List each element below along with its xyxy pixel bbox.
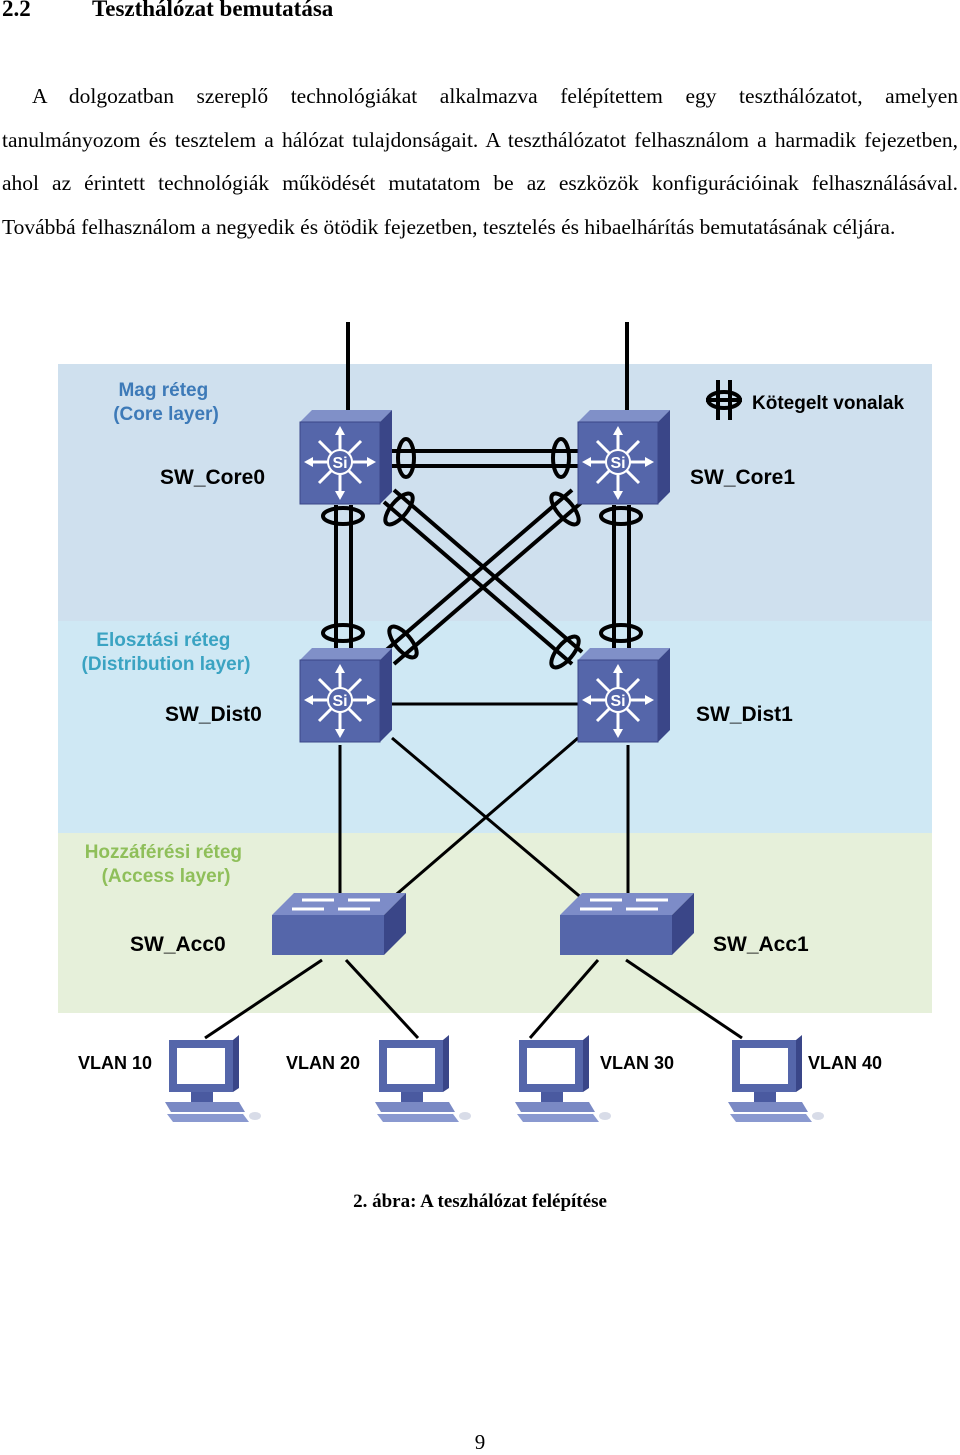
network-diagram: Mag réteg (Core layer) Elosztási réteg (… [58,322,932,1122]
bundle-legend-icon [706,380,742,420]
pc-vlan20-icon [375,1035,471,1122]
section-number: 2.2 [2,0,31,21]
vlan40-label: VLAN 40 [808,1053,882,1073]
acc1-switch-icon [558,891,696,957]
core1-si: Si [610,455,625,472]
core1-label: SW_Core1 [690,466,795,489]
vlan20-label: VLAN 20 [286,1053,360,1073]
single-links [204,702,743,1040]
access-layer-band [58,833,932,1013]
section-title: Teszthálózat bemutatása [92,0,334,21]
dist0-label: SW_Dist0 [165,703,262,726]
access-layer-label: Hozzáférési réteg (Access layer) [85,842,248,887]
legend-label: Kötegelt vonalak [752,393,904,414]
dist0-si: Si [332,693,347,710]
page-number: 9 [474,1430,486,1454]
core0-si: Si [332,455,347,472]
acc0-label: SW_Acc0 [130,933,226,956]
distribution-layer-band [58,621,932,833]
acc1-label: SW_Acc1 [713,933,809,956]
core-layer-label: Mag réteg (Core layer) [113,380,219,425]
bundle-ellipses [321,437,643,670]
dist1-si: Si [610,693,625,710]
body-paragraph: A dolgozatban szereplő technológiákat al… [2,84,958,239]
pc-vlan40-icon [728,1035,824,1122]
acc0-switch-icon [270,891,408,957]
section-heading: 2.2 Teszthálózat bemutatása [2,0,333,22]
distribution-layer-label: Elosztási réteg (Distribution layer) [82,630,251,675]
vlan10-label: VLAN 10 [78,1053,152,1073]
figure-caption: 2. ábra: A teszhálózat felépítése [353,1191,607,1212]
pc-vlan10-icon [165,1035,261,1122]
dist1-label: SW_Dist1 [696,703,793,726]
vlan30-label: VLAN 30 [600,1053,674,1073]
pc-vlan30-icon [515,1035,611,1122]
core0-label: SW_Core0 [160,466,265,489]
